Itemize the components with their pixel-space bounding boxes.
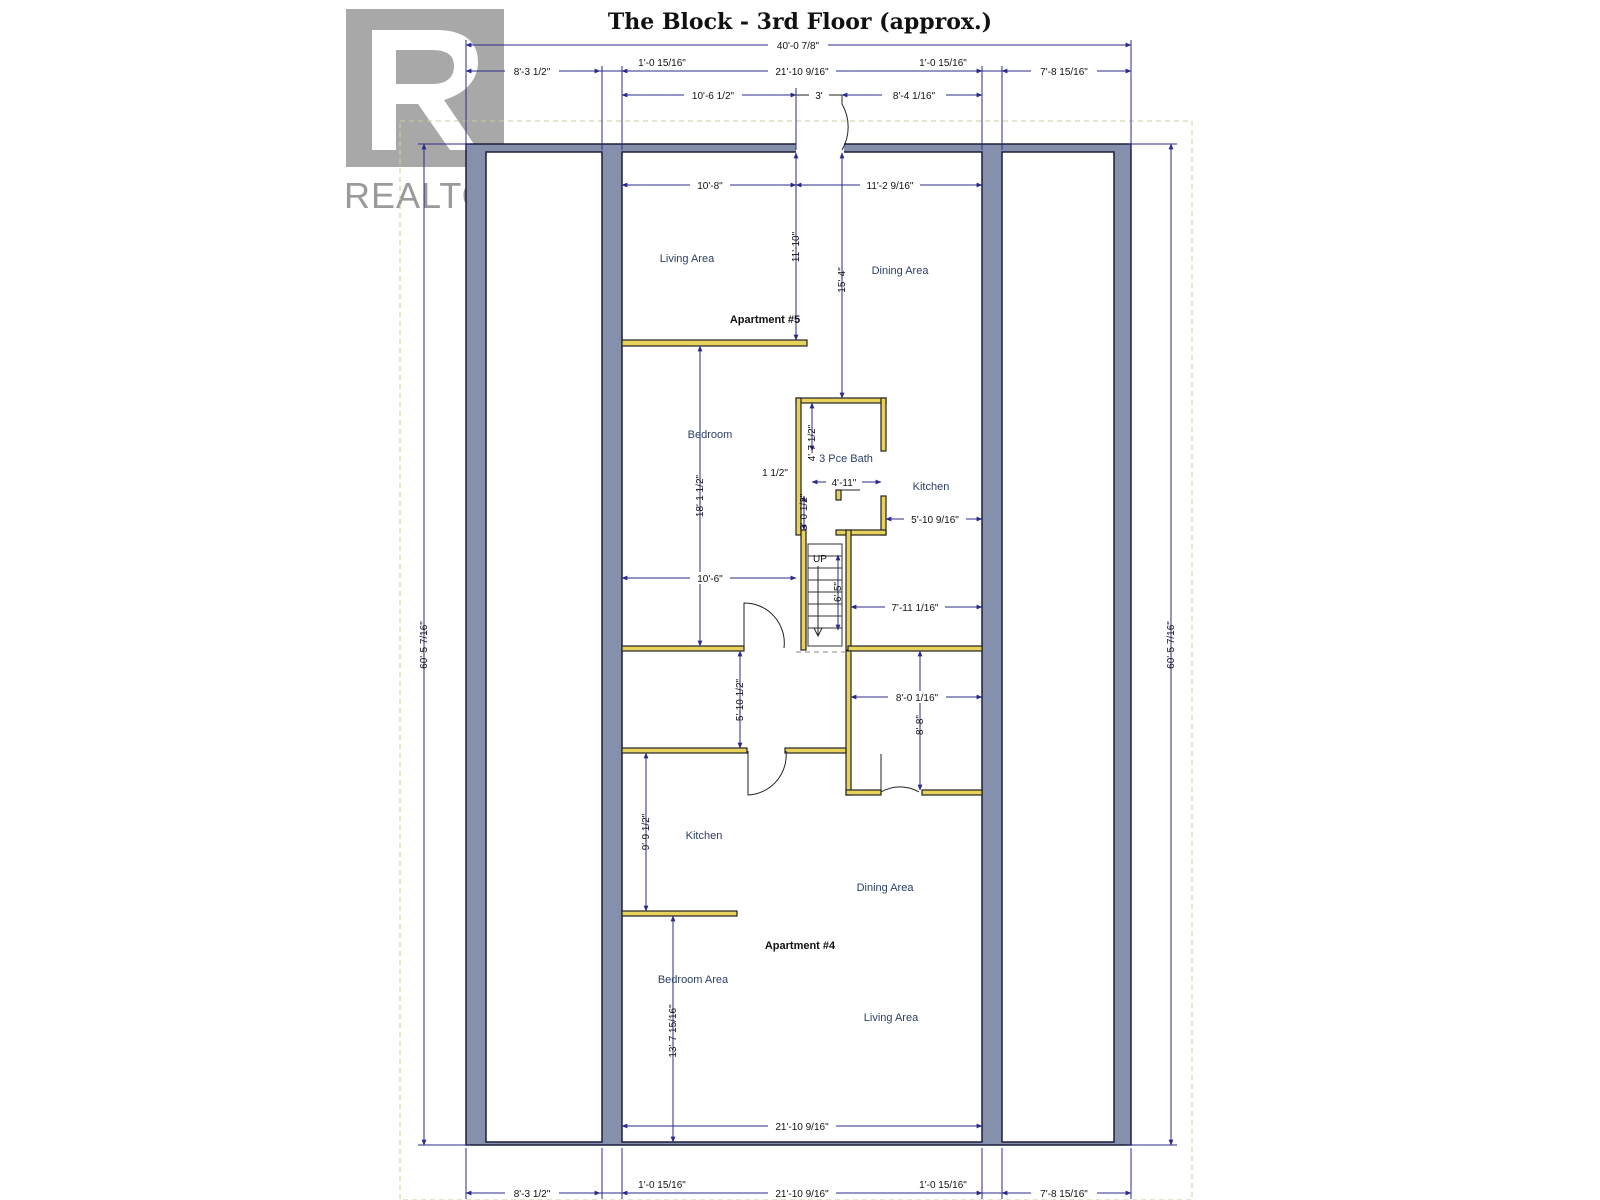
- dim-closet-depth: 8'-8": [915, 715, 926, 735]
- dim-living5-depth: 11'-10": [791, 231, 802, 262]
- room-kitchen4: Kitchen: [686, 830, 723, 842]
- dim-bedroom5-width: 10'-6": [697, 574, 723, 585]
- dim-top-right-gap: 1'-0 15/16": [919, 58, 967, 69]
- room-labels: Living Area Dining Area Apartment #5 Bed…: [658, 253, 950, 1024]
- building-walls: [465, 143, 1132, 1146]
- dim-kitchen4-depth: 9'-9 1/2": [641, 813, 652, 850]
- interior-partitions: [621, 339, 983, 917]
- dim-upper-right-run: 8'-4 1/16": [893, 91, 936, 102]
- room-bath5: 3 Pce Bath: [819, 453, 873, 465]
- dim-bottom-center-inner: 21'-10 9/16": [775, 1122, 829, 1133]
- room-living4: Living Area: [864, 1012, 919, 1024]
- realtor-logo: REALTOR®: [344, 9, 544, 216]
- dim-bottom-left-bay: 8'-3 1/2": [514, 1189, 551, 1200]
- dim-living5-width: 10'-8": [697, 181, 723, 192]
- dim-bath-offset: 1 1/2": [762, 468, 788, 479]
- dim-stair-length: 6'-5": [833, 582, 844, 602]
- dim-bedroom5-depth: 18'-1 1/2": [695, 474, 706, 517]
- dim-bedroom4-depth: 13'-7 15/16": [668, 1004, 679, 1058]
- dim-top-left-gap: 1'-0 15/16": [638, 58, 686, 69]
- dim-hall-depth: 5'-10 1/2": [735, 678, 746, 721]
- dim-overall-width: 40'-0 7/8": [777, 41, 820, 52]
- dim-side-height-left: 60'-5 7/16": [419, 621, 430, 669]
- dim-closet-width: 8'-0 1/16": [896, 693, 939, 704]
- dim-bath-depth: 4'-7 1/2": [807, 424, 818, 461]
- room-bedroom5: Bedroom: [688, 429, 733, 441]
- dim-bottom-center: 21'-10 9/16": [775, 1189, 829, 1200]
- dim-dining5-depth: 15'-4": [837, 267, 848, 293]
- dim-bath-width: 4'-11": [832, 478, 857, 489]
- room-dining5: Dining Area: [872, 265, 930, 277]
- dim-bath-lower: 3'-0 1/2": [799, 493, 810, 530]
- doors: [743, 94, 920, 796]
- dim-bottom-right-gap: 1'-0 15/16": [919, 1180, 967, 1191]
- plan-title: The Block - 3rd Floor (approx.): [608, 9, 992, 35]
- apartment4-label: Apartment #4: [765, 940, 836, 952]
- dim-top-center: 21'-10 9/16": [775, 67, 829, 78]
- room-bedroom4: Bedroom Area: [658, 974, 729, 986]
- apartment5-label: Apartment #5: [730, 314, 800, 326]
- room-dining4: Dining Area: [857, 882, 915, 894]
- dim-kitchen5-width: 5'-10 9/16": [911, 515, 959, 526]
- dimension-labels: 40'-0 7/8" 8'-3 1/2" 1'-0 15/16" 21'-10 …: [419, 39, 1177, 1200]
- room-kitchen5: Kitchen: [913, 481, 950, 493]
- room-living5: Living Area: [660, 253, 715, 265]
- dim-bottom-right-bay: 7'-8 15/16": [1040, 1189, 1088, 1200]
- dim-top-left-bay: 8'-3 1/2": [514, 67, 551, 78]
- dim-upper-left-run: 10'-6 1/2": [692, 91, 735, 102]
- dim-stair-side: 7'-11 1/16": [892, 603, 939, 614]
- dim-top-right-bay: 7'-8 15/16": [1040, 67, 1088, 78]
- dim-side-height-right: 60'-5 7/16": [1166, 621, 1177, 669]
- dim-dining5-width: 11'-2 9/16": [867, 181, 914, 192]
- dim-bottom-left-gap: 1'-0 15/16": [638, 1180, 686, 1191]
- stair-up-label: UP: [813, 554, 827, 565]
- dim-door-width: 3': [815, 91, 823, 102]
